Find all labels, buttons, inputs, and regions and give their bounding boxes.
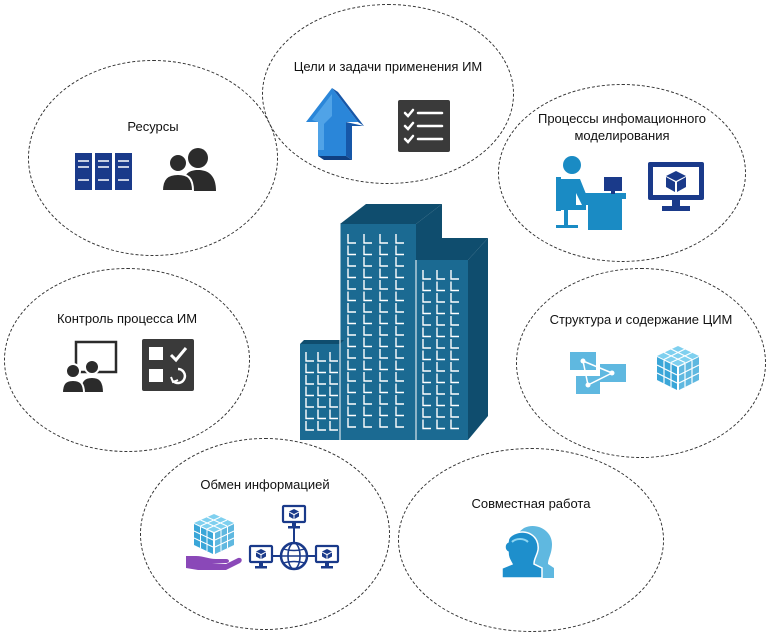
two-heads-icon xyxy=(501,525,554,579)
server-rack-icon xyxy=(75,153,132,190)
ellipse-control xyxy=(4,268,250,452)
ellipse-exchange xyxy=(140,438,390,630)
ellipse-structure xyxy=(516,268,766,458)
building-icon xyxy=(300,204,488,440)
checklist-icon xyxy=(398,100,450,152)
ellipse-resources xyxy=(28,60,278,256)
hand-cube-icon xyxy=(186,514,242,570)
cube-grid-icon xyxy=(656,346,700,390)
control-label: Контроль процесса ИМ xyxy=(56,311,198,326)
ellipse-collaboration xyxy=(398,448,664,632)
diagram-flow-icon xyxy=(570,352,626,394)
resources-label: Ресурсы xyxy=(127,119,179,134)
desk-worker-icon xyxy=(556,156,626,230)
people-icon xyxy=(160,148,216,192)
collaboration-label: Совместная работа xyxy=(471,496,591,511)
goals-label: Цели и задачи применения ИМ xyxy=(293,59,483,74)
monitor-cube-icon xyxy=(648,162,704,211)
processes-label-line2: моделирования xyxy=(574,128,670,143)
ellipse-processes xyxy=(498,84,746,262)
exchange-label: Обмен информацией xyxy=(200,477,330,492)
structure-label: Структура и содержание ЦИМ xyxy=(549,312,733,327)
task-board-icon xyxy=(142,339,194,391)
ellipse-goals xyxy=(262,4,514,184)
network-monitors-icon xyxy=(248,504,340,571)
upward-arrow-icon xyxy=(306,88,364,160)
processes-label-line1: Процессы инфомационного xyxy=(537,111,707,126)
presentation-icon xyxy=(60,340,118,394)
